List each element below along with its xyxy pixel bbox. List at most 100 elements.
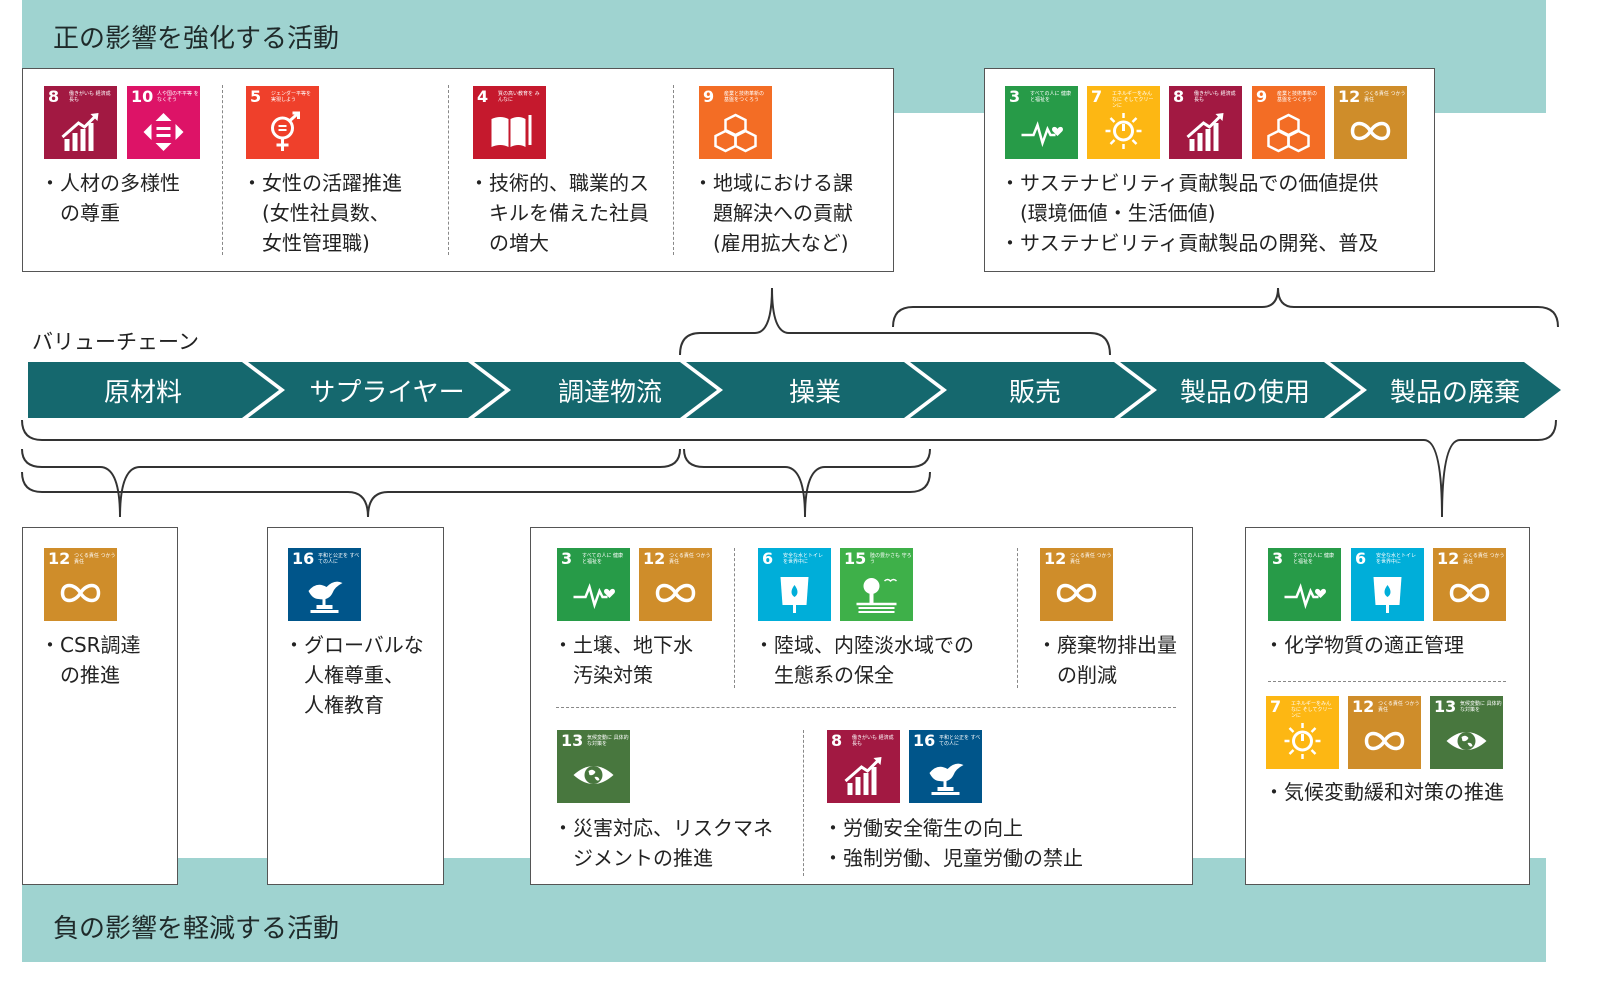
sdg-caption: すべての人に 健康と福祉を <box>1293 553 1335 565</box>
stage-product-disposal: 製品の廃棄 <box>1389 378 1520 408</box>
chevron-stage <box>248 362 505 418</box>
sdg-caption: 平和と公正を すべての人に <box>939 735 981 747</box>
sdg-caption: 質の高い教育を みんなに <box>498 91 540 103</box>
sdg-number: 16 <box>292 549 315 568</box>
sdg-number: 8 <box>48 87 60 106</box>
stage-suppliers: サプライヤー <box>309 378 465 408</box>
sdg-number: 6 <box>1355 549 1367 568</box>
infinity-icon <box>1056 583 1097 603</box>
sdg-number: 8 <box>1173 87 1185 106</box>
regional-text: ・地域における課 題解決への貢献 (雇用拡大など) <box>693 171 853 255</box>
sdg-number: 10 <box>131 87 154 106</box>
sdg-number: 12 <box>643 549 666 568</box>
eye-globe-icon <box>1446 732 1487 750</box>
brace-operations-negative <box>683 448 931 518</box>
sdg-caption: 陸の豊かさも 守ろう <box>870 553 912 565</box>
sdg-number: 8 <box>831 731 843 750</box>
growth-chart-icon <box>61 113 99 151</box>
stage-logistics: 調達物流 <box>557 378 662 408</box>
sdg-number: 6 <box>762 549 774 568</box>
infinity-icon <box>1449 583 1490 603</box>
sdg-caption: 働きがいも 経済成長も <box>69 91 111 103</box>
brace-positive-operations <box>679 287 1111 356</box>
heartbeat-icon <box>573 583 615 610</box>
sdg-number: 7 <box>1270 697 1282 716</box>
sdg-number: 15 <box>844 549 867 568</box>
chevron-stage <box>474 362 717 418</box>
sdg-number: 12 <box>1352 697 1375 716</box>
diversity-text: ・人材の多様性 の尊重 <box>40 171 180 225</box>
products-text: ・サステナビリティ貢献製品での価値提供 (環境価値・生活価値)・サステナビリティ… <box>1000 171 1379 255</box>
sdg-caption: 人や国の不平等 をなくそう <box>157 91 199 103</box>
divider <box>556 707 1176 708</box>
sdg-number: 7 <box>1091 87 1103 106</box>
water-icon <box>780 577 809 613</box>
sdg-number: 9 <box>703 87 715 106</box>
waste-text: ・廃棄物排出量 の削減 <box>1037 633 1177 687</box>
sdg-caption: 産業と技術革新の 基盤をつくろう <box>724 91 765 103</box>
disaster-text: ・災害対応、リスクマネ ジメントの推進 <box>553 816 773 870</box>
positive-band-title: 正の影響を強化する活動 <box>53 24 340 54</box>
sdg-caption: つくる責任 つかう責任 <box>1364 91 1406 103</box>
tree-icon <box>856 578 898 613</box>
stage-sales: 販売 <box>1008 378 1061 408</box>
ecosystem-text: ・陸域、内陸淡水域での 生態系の保全 <box>754 633 974 687</box>
stage-product-use: 製品の使用 <box>1179 378 1310 408</box>
stage-operations: 操業 <box>788 378 841 408</box>
heartbeat-icon <box>1284 583 1326 610</box>
divider <box>803 730 804 876</box>
sdg-number: 12 <box>48 549 71 568</box>
sdg-number: 5 <box>250 87 262 106</box>
labor-text: ・労働安全衛生の向上・強制労働、児童労働の禁止 <box>823 816 1083 870</box>
divider <box>673 85 674 255</box>
women-text: ・女性の活躍推進 (女性社員数、 女性管理職) <box>242 171 402 255</box>
brace-human-rights <box>21 471 931 518</box>
sdg-number: 16 <box>913 731 936 750</box>
csr-text: ・CSR調達 の推進 <box>40 633 141 687</box>
sdg-caption: つくる責任 つかう責任 <box>1378 701 1420 713</box>
brace-all-stages <box>21 419 1557 518</box>
brace-positive-sales <box>892 287 1559 328</box>
sdg9-icon: 9 産業と技術革新の 基盤をつくろう <box>699 86 772 159</box>
divider <box>1268 681 1506 682</box>
sdg-caption: 安全な水とトイレ を世界中に <box>783 553 824 565</box>
sdg-caption: つくる責任 つかう責任 <box>1070 553 1112 565</box>
sdg-caption: つくる責任 つかう責任 <box>74 553 116 565</box>
climate-text: ・気候変動緩和対策の推進 <box>1264 780 1504 804</box>
sdg-number: 13 <box>1434 697 1457 716</box>
dove-icon <box>929 763 964 795</box>
sdg-caption: 働きがいも 経済成長も <box>852 735 894 747</box>
cubes-icon <box>714 113 757 153</box>
dove-icon <box>308 581 343 613</box>
sdg8-icon: 8 働きがいも 経済成長も <box>827 730 900 803</box>
sdg-number: 12 <box>1338 87 1361 106</box>
sdg-caption: 気候変動に 具体的な対策を <box>587 735 629 747</box>
divider <box>734 548 735 688</box>
cubes-icon <box>1267 113 1310 153</box>
sdg-number: 9 <box>1256 87 1268 106</box>
chevron-stage <box>28 362 279 418</box>
chevron-stage <box>1330 362 1561 418</box>
stage-raw-materials: 原材料 <box>103 378 182 408</box>
sun-power-icon <box>1284 723 1321 759</box>
water-icon <box>1373 577 1402 613</box>
chevron-stage <box>910 362 1151 418</box>
sdg-number: 12 <box>1044 549 1067 568</box>
sdg-caption: 平和と公正を すべての人に <box>318 553 360 565</box>
chemicals-text: ・化学物質の適正管理 <box>1264 633 1464 657</box>
